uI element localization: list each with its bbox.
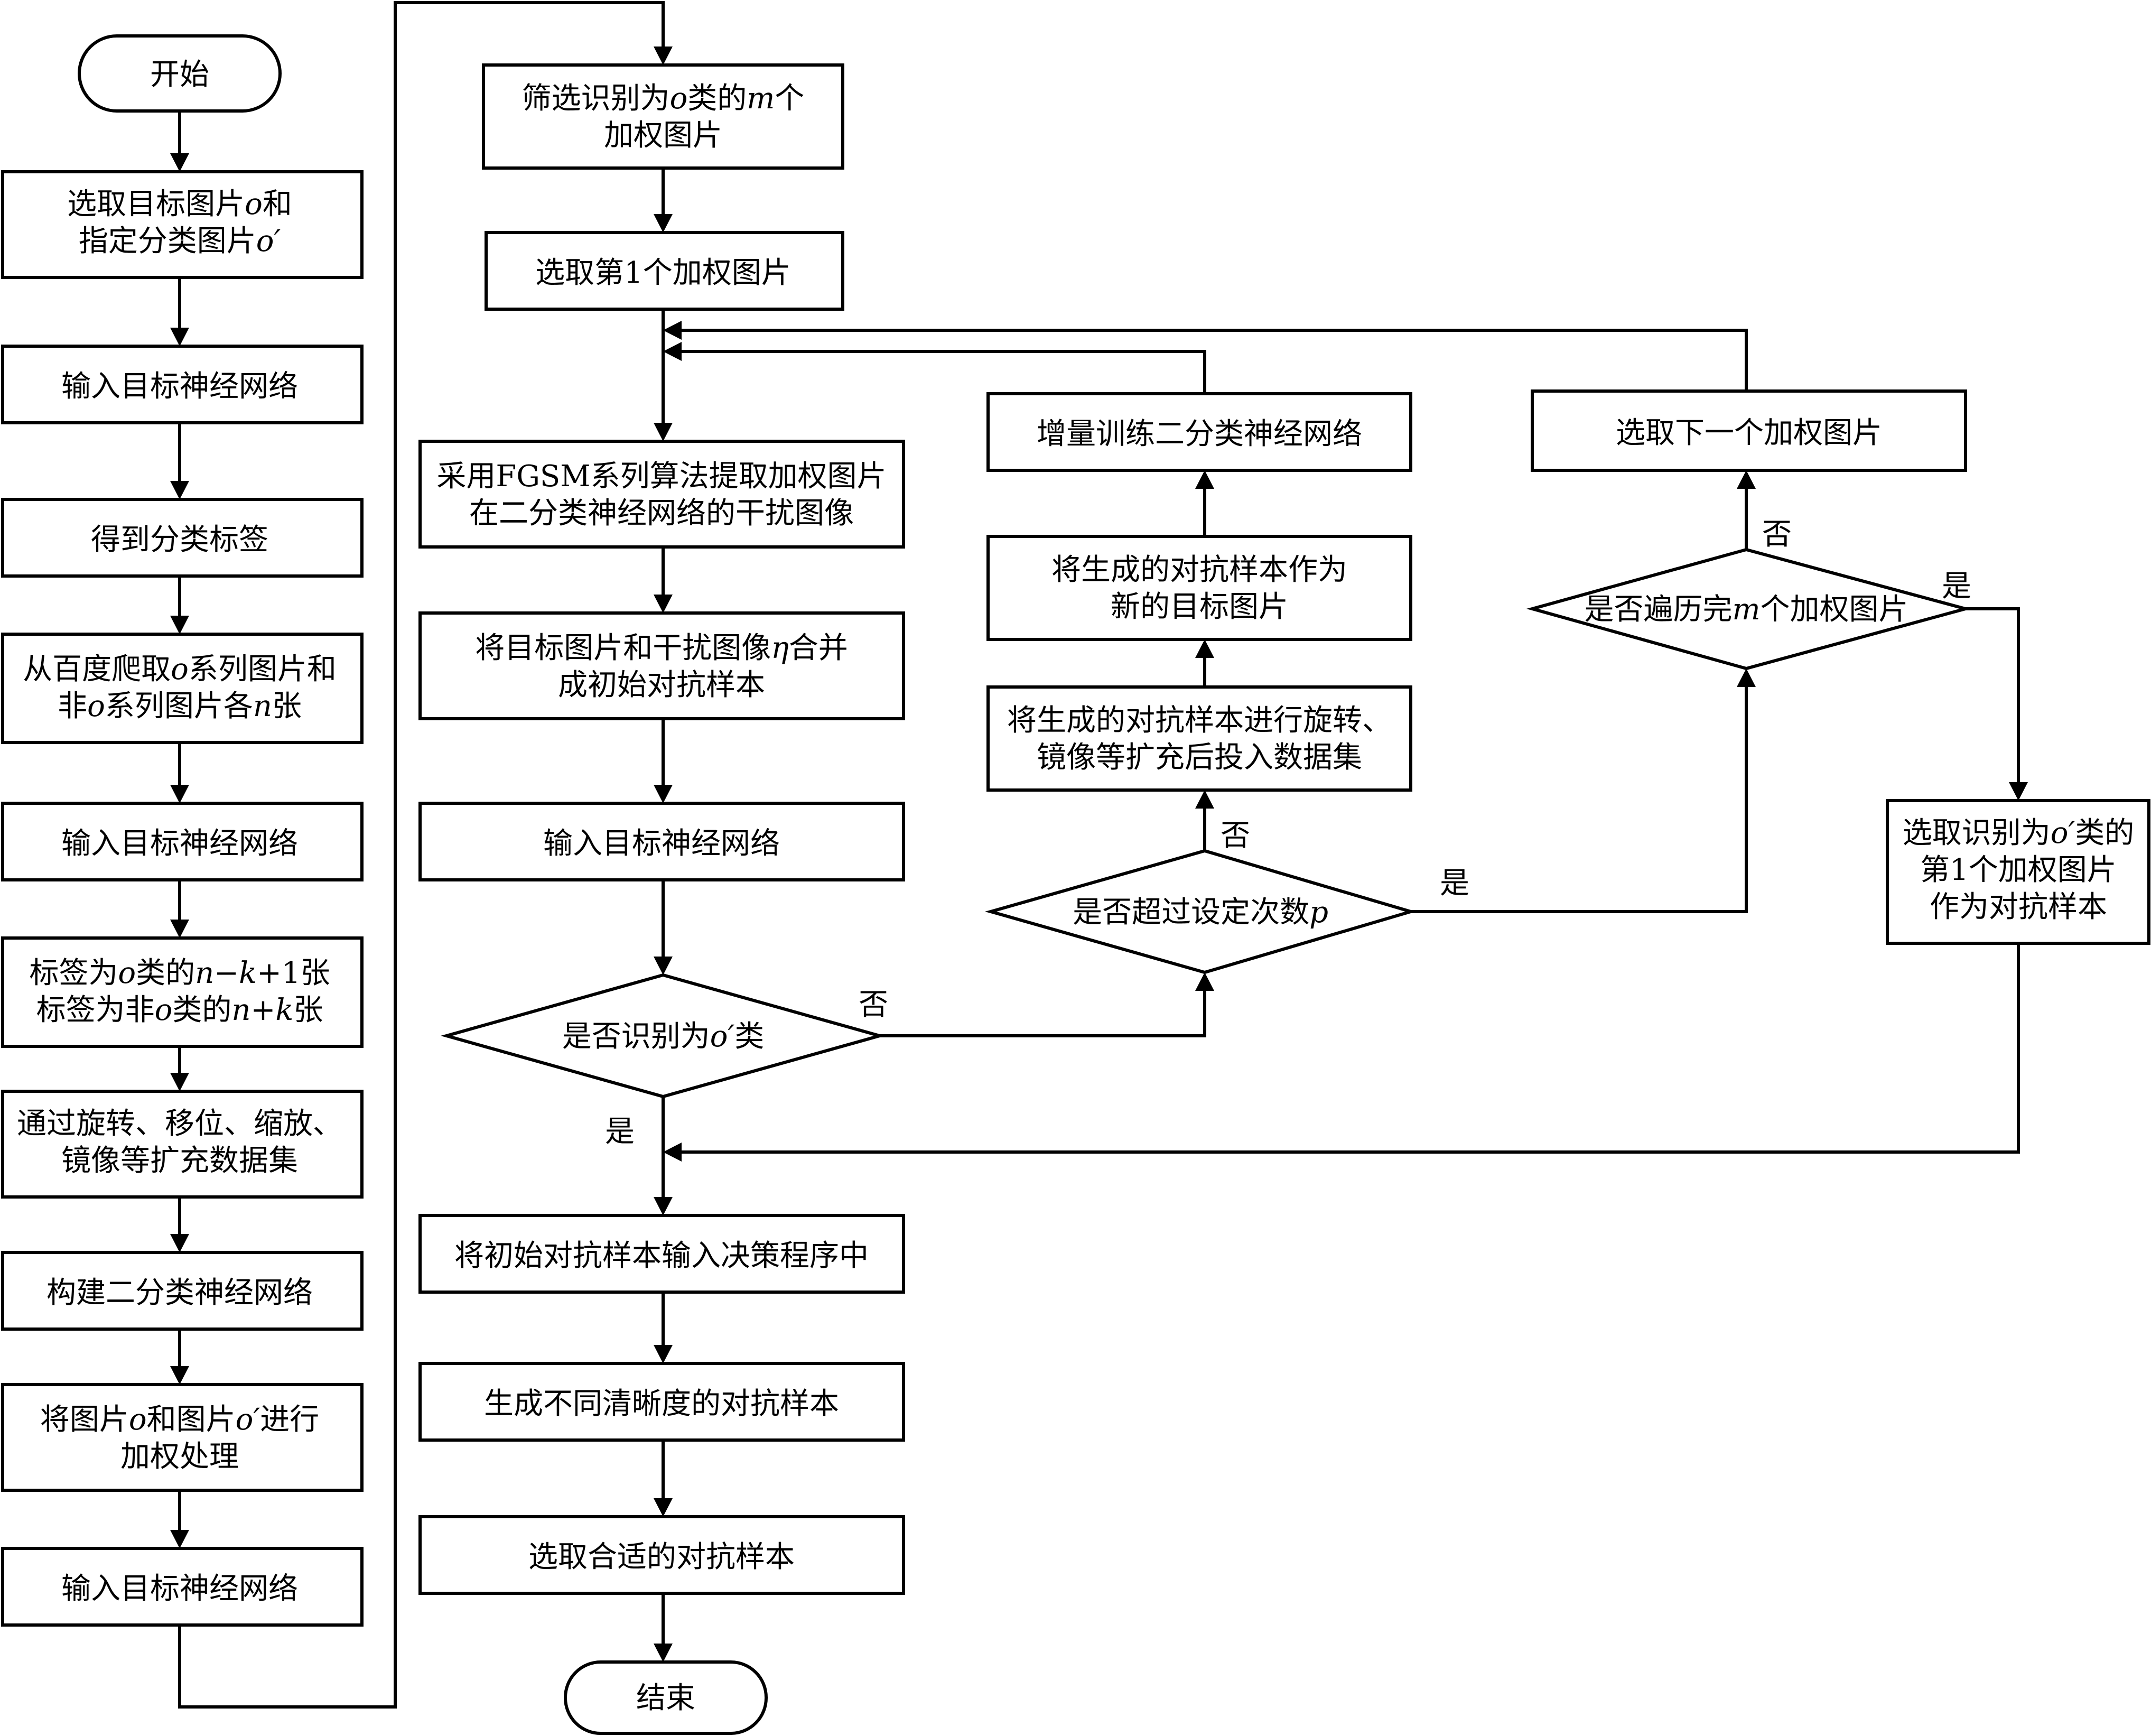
label-count-label: 标签为o类的n−k+1张 xyxy=(29,956,330,990)
select-next-box xyxy=(1531,389,1967,472)
right-middle-connectors xyxy=(663,342,1214,1037)
edge-label-no-traversed: 否 xyxy=(1762,517,1792,552)
edge-label-no-exceed: 否 xyxy=(1221,819,1250,853)
rotate-add-label: 将生成的对抗样本进行旋转、 xyxy=(1007,703,1392,738)
weighting-label: 将图片o和图片o′进行 xyxy=(40,1403,319,1437)
end-node xyxy=(564,1660,768,1735)
augment-box xyxy=(1,1090,364,1199)
incremental-train-box xyxy=(986,392,1412,472)
select-o-prime-label-2: 第1个加权图片 xyxy=(1920,853,2117,887)
decision-exceed-label: 是否超过设定次数p xyxy=(1073,895,1328,930)
input-net-label-3: 输入目标神经网络 xyxy=(61,1572,298,1606)
fgsm-box xyxy=(418,440,905,549)
new-target-label: 将生成的对抗样本作为 xyxy=(1051,553,1347,587)
input-net-box-2 xyxy=(1,802,364,881)
edge-label-yes-recognized: 是 xyxy=(605,1115,635,1149)
merge-label-2: 成初始对抗样本 xyxy=(558,668,765,702)
filter-box xyxy=(482,63,844,170)
decision-traversed-label: 是否遍历完m个加权图片 xyxy=(1584,592,1908,627)
fgsm-label: 采用FGSM系列算法提取加权图片 xyxy=(436,459,886,494)
select-o-prime-label-3: 作为对抗样本 xyxy=(1930,890,2107,924)
merge-box xyxy=(418,611,905,720)
crawl-box xyxy=(1,633,364,744)
crawl-label: 从百度爬取o系列图片和 xyxy=(23,652,337,686)
weighting-label-2: 加权处理 xyxy=(120,1440,239,1474)
get-label-label: 得到分类标签 xyxy=(91,523,268,557)
incremental-train-label: 增量训练二分类神经网络 xyxy=(1037,417,1362,451)
to-decision-program-box xyxy=(418,1214,905,1294)
get-label-box xyxy=(1,498,364,578)
select-o-prime-label: 选取识别为o′类的 xyxy=(1903,816,2134,850)
edge-label-yes-exceed: 是 xyxy=(1440,866,1469,901)
edge-label-no-recognized: 否 xyxy=(859,988,888,1022)
augment-label-2: 镜像等扩充数据集 xyxy=(61,1144,298,1178)
fgsm-label-2: 在二分类神经网络的干扰图像 xyxy=(469,496,854,531)
left-column-connectors xyxy=(170,1,673,1709)
edge-label-yes-traversed: 是 xyxy=(1942,569,1971,604)
rotate-add-label-2: 镜像等扩充后投入数据集 xyxy=(1037,740,1362,775)
decision-recognized-label: 是否识别为o′类 xyxy=(562,1019,764,1054)
right-column-connectors xyxy=(663,321,2028,1162)
select-suitable-label: 选取合适的对抗样本 xyxy=(528,1540,795,1574)
label-count-box xyxy=(1,936,364,1048)
input-net-label-4: 输入目标神经网络 xyxy=(543,827,780,861)
middle-column-connectors xyxy=(654,168,673,1662)
input-net-box-3 xyxy=(1,1547,364,1627)
new-target-label-2: 新的目标图片 xyxy=(1111,590,1288,624)
crawl-label-2: 非o系列图片各n张 xyxy=(58,689,302,723)
filter-label-2: 加权图片 xyxy=(604,118,722,153)
select-next-label: 选取下一个加权图片 xyxy=(1616,416,1882,450)
to-decision-program-label: 将初始对抗样本输入决策程序中 xyxy=(454,1239,869,1273)
select-target-label: 选取目标图片o和 xyxy=(67,187,292,221)
label-count-label-2: 标签为非o类的n+k张 xyxy=(36,993,323,1027)
end-label: 结束 xyxy=(636,1681,695,1715)
merge-label: 将目标图片和干扰图像η合并 xyxy=(475,631,848,665)
select-suitable-box xyxy=(418,1515,905,1595)
input-net-label-1: 输入目标神经网络 xyxy=(61,369,298,404)
weighting-box xyxy=(1,1383,364,1492)
input-net-label-2: 输入目标神经网络 xyxy=(61,827,298,861)
build-binary-label: 构建二分类神经网络 xyxy=(46,1276,313,1310)
build-binary-box xyxy=(1,1251,364,1331)
gen-clarity-box xyxy=(418,1362,905,1442)
input-net-box-1 xyxy=(1,345,364,424)
select-first-label: 选取第1个加权图片 xyxy=(535,256,791,290)
augment-label: 通过旋转、移位、缩放、 xyxy=(17,1107,342,1141)
new-target-box xyxy=(986,535,1412,641)
select-target-box xyxy=(1,170,364,279)
rotate-add-box xyxy=(986,685,1412,792)
select-first-box xyxy=(485,231,844,311)
filter-label: 筛选识别为o类的m个 xyxy=(522,81,805,116)
start-label: 开始 xyxy=(150,58,209,92)
gen-clarity-label: 生成不同清晰度的对抗样本 xyxy=(484,1387,839,1421)
select-target-label-2: 指定分类图片o′ xyxy=(79,224,281,258)
